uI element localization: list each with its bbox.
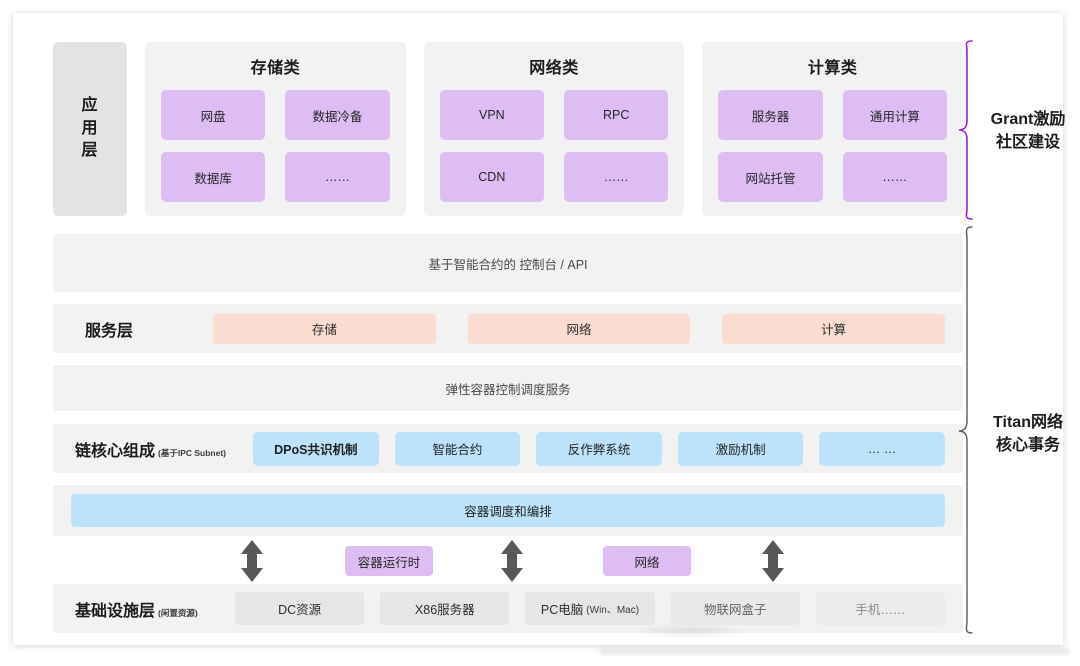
app-group-network-chips: VPN RPC CDN …… <box>439 90 669 202</box>
infrastructure-label-sub: (闲置资源) <box>158 607 198 618</box>
service-chip[interactable]: 网络 <box>467 313 691 344</box>
app-group-storage-chips: 网盘 数据冷备 数据库 …… <box>161 90 390 202</box>
app-chip[interactable]: 通用计算 <box>842 90 948 140</box>
app-chip[interactable]: VPN <box>439 90 544 140</box>
chain-chip[interactable]: 智能合约 <box>394 431 521 466</box>
brace-titan-icon <box>958 226 973 634</box>
orchestration-bar[interactable]: 容器调度和编排 <box>71 494 945 527</box>
chain-core-label: 链核心组成(基于IPC Subnet) <box>75 437 253 461</box>
app-chip[interactable]: RPC <box>564 90 669 140</box>
diagram-card: 应 用 层 存储类 网盘 数据冷备 数据库 …… 网络类 VPN RPC <box>13 13 1065 645</box>
infra-chip-text: 物联网盒子 <box>703 603 767 617</box>
app-chip[interactable]: …… <box>285 152 390 202</box>
chain-core-label-sub: (基于IPC Subnet) <box>158 447 227 458</box>
app-chip[interactable]: …… <box>842 152 948 202</box>
chain-core-chips: DPoS共识机制 智能合约 反作弊系统 激励机制 … … <box>253 431 963 466</box>
chain-chip[interactable]: DPoS共识机制 <box>253 431 379 466</box>
service-layer-chips: 存储 网络 计算 <box>213 313 963 344</box>
service-chip[interactable]: 存储 <box>213 313 436 344</box>
app-group-compute: 计算类 服务器 通用计算 网站托管 …… <box>702 42 964 216</box>
mid-chip-network[interactable]: 网络 <box>603 546 691 576</box>
app-group-network: 网络类 VPN RPC CDN …… <box>423 42 685 216</box>
double-arrow-icon <box>762 540 784 582</box>
application-layer-side-label-text: 应 用 层 <box>81 95 98 163</box>
chain-core-label-main: 链核心组成 <box>75 442 156 460</box>
app-side-char-1: 用 <box>81 119 99 137</box>
service-layer-row: 服务层 存储 网络 计算 <box>53 304 963 353</box>
app-group-storage: 存储类 网盘 数据冷备 数据库 …… <box>145 42 406 216</box>
chain-chip[interactable]: … … <box>819 431 945 466</box>
infra-chip-text: X86服务器 <box>414 603 475 617</box>
infra-chip-text: PC电脑 <box>540 603 584 617</box>
infrastructure-row: 基础设施层(闲置资源) DC资源 X86服务器 PC电脑(Win、Mac) 物联… <box>53 584 963 633</box>
application-layer-row: 应 用 层 存储类 网盘 数据冷备 数据库 …… 网络类 VPN RPC <box>53 42 964 216</box>
infra-chip-text: 手机…… <box>855 603 906 617</box>
chain-core-row: 链核心组成(基于IPC Subnet) DPoS共识机制 智能合约 反作弊系统 … <box>53 424 963 473</box>
console-api-band: 基于智能合约的 控制台 / API <box>53 234 963 292</box>
side-annotation-grant-line2: 社区建设 <box>995 134 1060 152</box>
app-group-compute-title: 计算类 <box>807 60 858 77</box>
application-layer-side-label: 应 用 层 <box>53 42 127 216</box>
infrastructure-label-main: 基础设施层 <box>75 602 156 620</box>
app-group-storage-title: 存储类 <box>250 60 301 77</box>
infra-chip[interactable]: PC电脑(Win、Mac) <box>525 592 655 625</box>
service-layer-label: 服务层 <box>85 322 134 340</box>
side-annotation-titan-line1: Titan网络 <box>993 414 1063 431</box>
side-annotation-titan: Titan网络 核心事务 <box>976 411 1080 457</box>
app-chip[interactable]: 数据冷备 <box>285 90 390 140</box>
infra-chip[interactable]: 手机…… <box>815 592 946 625</box>
brace-grant-icon <box>958 40 973 220</box>
app-side-char-0: 应 <box>81 96 99 114</box>
app-group-compute-chips: 服务器 通用计算 网站托管 …… <box>718 90 948 202</box>
chain-chip[interactable]: 激励机制 <box>677 431 804 466</box>
service-chip[interactable]: 计算 <box>722 313 946 344</box>
orchestration-row: 容器调度和编排 <box>53 485 963 536</box>
infrastructure-chips: DC资源 X86服务器 PC电脑(Win、Mac) 物联网盒子 手机…… <box>235 592 963 625</box>
app-group-network-title: 网络类 <box>529 60 579 77</box>
app-chip[interactable]: 网站托管 <box>718 152 823 202</box>
side-annotation-grant-line1: Grant激励 <box>990 111 1066 128</box>
app-chip[interactable]: …… <box>564 152 669 202</box>
mid-chip-container-runtime[interactable]: 容器运行时 <box>345 546 433 576</box>
mid-connector-strip: 容器运行时 网络 <box>53 537 963 584</box>
app-chip[interactable]: 服务器 <box>718 90 823 140</box>
app-chip[interactable]: CDN <box>439 152 544 202</box>
app-chip[interactable]: 数据库 <box>161 152 266 202</box>
infra-chip-text: DC资源 <box>278 603 322 617</box>
side-annotation-titan-line2: 核心事务 <box>995 437 1060 455</box>
double-arrow-icon <box>241 540 263 582</box>
side-annotation-grant: Grant激励 社区建设 <box>976 108 1080 154</box>
app-chip[interactable]: 网盘 <box>161 90 266 140</box>
double-arrow-icon <box>501 540 523 582</box>
infra-chip[interactable]: DC资源 <box>235 592 365 625</box>
infra-chip-sub: (Win、Mac) <box>586 605 640 616</box>
app-side-char-2: 层 <box>81 142 99 160</box>
infra-chip[interactable]: X86服务器 <box>380 592 510 625</box>
elastic-container-band: 弹性容器控制调度服务 <box>53 365 963 411</box>
chain-chip[interactable]: 反作弊系统 <box>536 431 662 466</box>
infra-chip[interactable]: 物联网盒子 <box>670 592 800 625</box>
infrastructure-label: 基础设施层(闲置资源) <box>75 597 235 621</box>
